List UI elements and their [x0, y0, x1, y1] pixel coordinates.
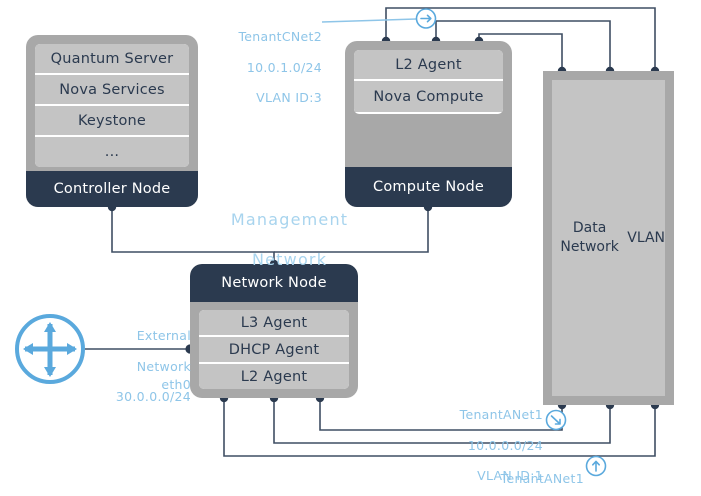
panel-nova-services[interactable]: Nova Services	[35, 75, 189, 106]
panel-nova-compute[interactable]: Nova Compute	[354, 81, 503, 112]
tenant-c-net2-cidr: 10.0.1.0/24	[246, 59, 322, 75]
tenant-c-net2-name: TenantCNet2	[238, 29, 322, 45]
arrow-right-circle-icon	[415, 8, 437, 29]
controller-node-title: Controller Node	[26, 171, 198, 207]
management-network-label: Management Network	[204, 190, 350, 290]
tenant-a-net1-vlan2-label: TenantANet1 10.0.0.0/24 VLAN ID:2	[478, 456, 584, 496]
external-network-interface-label: eth0	[88, 362, 191, 408]
management-network-line-2: Network	[251, 250, 328, 269]
compute-node-title: Compute Node	[345, 167, 512, 207]
tenant-a-net1-vlan1-name: TenantANet1	[459, 407, 543, 423]
compute-node-panels: L2 Agent Nova Compute	[354, 50, 503, 114]
vlan-line-2: VLAN	[627, 229, 665, 246]
external-network-line-2: Network	[136, 358, 191, 374]
external-network-line-1: External	[136, 328, 191, 344]
controller-node[interactable]: Quantum Server Nova Services Keystone ..…	[26, 35, 198, 207]
panel-l3-agent[interactable]: L3 Agent	[199, 310, 349, 337]
arrow-up-circle-icon	[585, 455, 607, 477]
data-network-vlan-label: Data Network VLAN	[552, 80, 665, 396]
tenant-a-net1-vlan2-name: TenantANet1	[500, 471, 584, 487]
tenant-c-net2-vlan: VLAN ID:3	[256, 90, 322, 106]
tenant-c-leader-line	[321, 18, 417, 23]
arrow-down-right-circle-icon	[545, 409, 567, 431]
tenant-a-net1-vlan1-vlan: VLAN ID:1	[477, 468, 543, 484]
data-network-vlan-box[interactable]: Data Network VLAN	[543, 71, 674, 405]
tenant-a-net1-vlan1-cidr: 10.0.0.0/24	[467, 437, 543, 453]
panel-l2-agent[interactable]: L2 Agent	[354, 50, 503, 81]
panel-quantum-server[interactable]: Quantum Server	[35, 44, 189, 75]
network-node[interactable]: Network Node L3 Agent DHCP Agent L2 Agen…	[190, 264, 358, 398]
panel-ellipsis[interactable]: ...	[35, 137, 189, 167]
compute-node[interactable]: L2 Agent Nova Compute Compute Node	[345, 41, 512, 207]
management-network-line-1: Management	[230, 210, 349, 229]
router-icon	[15, 314, 85, 384]
panel-keystone[interactable]: Keystone	[35, 106, 189, 137]
tenant-a-net1-vlan1-label: TenantANet1 10.0.0.0/24 VLAN ID:1	[437, 392, 543, 496]
panel-dhcp-agent[interactable]: DHCP Agent	[199, 337, 349, 364]
tenant-c-net2-label: TenantCNet2 10.0.1.0/24 VLAN ID:3	[190, 14, 322, 121]
external-network-label: External Network 30.0.0.0/24	[88, 313, 191, 420]
eth0-label: eth0	[161, 377, 191, 393]
network-node-panels: L3 Agent DHCP Agent L2 Agent	[199, 310, 349, 389]
panel-l2-agent-network[interactable]: L2 Agent	[199, 364, 349, 389]
vlan-line-1: Data Network	[560, 220, 619, 255]
external-network-cidr: 30.0.0.0/24	[115, 389, 191, 405]
controller-node-panels: Quantum Server Nova Services Keystone ..…	[35, 44, 189, 167]
network-node-title: Network Node	[190, 264, 358, 302]
